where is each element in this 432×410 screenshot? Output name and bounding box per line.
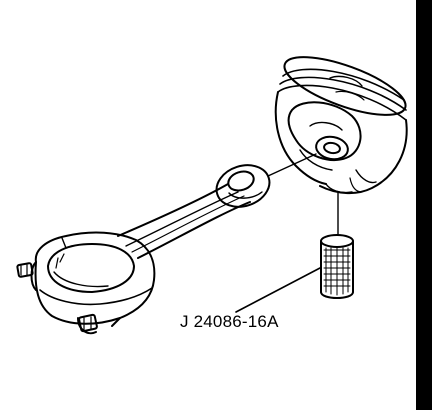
piston-pin	[320, 234, 354, 299]
tool-label: J 24086-16A	[180, 312, 279, 331]
pin-knurl-texture	[323, 247, 351, 296]
connecting-rod	[16, 164, 271, 335]
tool-leader-line	[235, 267, 321, 313]
piston	[274, 56, 408, 194]
assembly-centerlines	[267, 153, 339, 235]
edge-bar	[416, 0, 432, 410]
